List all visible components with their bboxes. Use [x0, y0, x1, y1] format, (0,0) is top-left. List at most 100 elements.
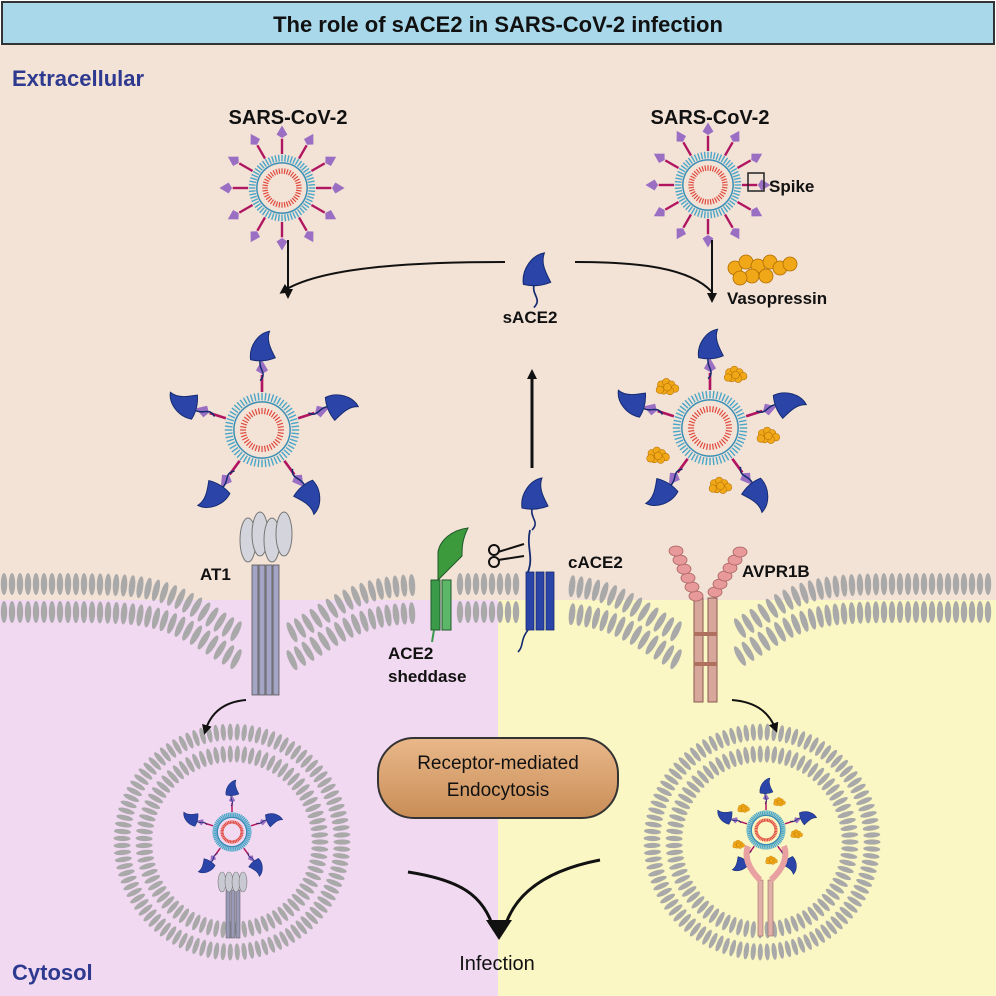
vasopressin-residue — [794, 832, 799, 837]
ace2-icon — [249, 330, 276, 382]
rna-strand — [227, 839, 230, 844]
lipid — [733, 646, 747, 666]
envelope-lipid — [778, 817, 783, 822]
rna-strand — [754, 825, 759, 828]
vesicle-lipid — [305, 911, 319, 925]
ace2-icon — [291, 468, 321, 516]
envelope-lipid — [267, 211, 272, 219]
ace2-icon — [247, 852, 263, 877]
vesicle-lipid — [178, 760, 190, 776]
vesicle-lipid — [684, 918, 696, 932]
vesicle-lipid — [650, 800, 667, 809]
envelope-lipid — [690, 207, 696, 215]
envelope-lipid — [678, 167, 686, 173]
vesicle-lipid — [644, 849, 661, 856]
envelope-lipid — [287, 444, 295, 450]
lipid — [104, 573, 112, 596]
vesicle-lipid — [227, 943, 233, 961]
rna-strand — [220, 829, 224, 832]
vesicle-lipid — [143, 909, 157, 922]
lipid — [568, 575, 576, 598]
rna-strand — [289, 171, 295, 177]
vesicle-lipid — [802, 910, 812, 926]
envelope-lipid — [286, 155, 290, 163]
rna-strand — [690, 434, 697, 439]
rna-strand — [699, 408, 704, 415]
lipid — [749, 636, 763, 656]
avpr1b-arm-segment — [684, 581, 700, 593]
vesicle-lipid — [853, 884, 870, 894]
vasopressin-molecule — [727, 254, 798, 286]
envelope-lipid — [685, 159, 691, 166]
envelope-lipid — [287, 410, 295, 416]
vesicle-lipid — [165, 743, 177, 758]
envelope-lipid — [278, 399, 285, 407]
lipid — [0, 573, 8, 596]
vesicle-lipid — [333, 832, 351, 838]
vesicle-lipid — [266, 755, 276, 771]
vesicle-lipid — [666, 849, 684, 856]
rna-strand — [248, 442, 254, 449]
envelope-lipid — [687, 397, 694, 405]
ace2-icon — [308, 394, 360, 422]
rna-strand — [756, 834, 760, 838]
ace2-tail — [196, 821, 208, 826]
lipid — [96, 601, 104, 624]
rna-strand — [701, 166, 705, 172]
rna-strand — [257, 445, 261, 452]
envelope-lipid — [712, 390, 715, 399]
vesicle-lipid — [290, 745, 302, 760]
lipid — [286, 622, 298, 643]
rna-strand — [758, 836, 762, 840]
vesicle-lipid — [282, 902, 295, 917]
envelope-lipid — [690, 453, 696, 461]
envelope-lipid — [697, 455, 702, 464]
lipid — [301, 641, 315, 661]
lipid — [80, 573, 88, 596]
rna-strand — [717, 194, 723, 200]
envelope-lipid — [224, 432, 233, 435]
ace2-tail — [256, 819, 267, 825]
cace2-tail — [517, 629, 529, 653]
rna-strand — [755, 824, 759, 827]
avpr1b-bridge — [694, 662, 717, 666]
envelope-lipid — [737, 436, 746, 441]
rna-strand — [220, 834, 225, 837]
vesicle-lipid — [323, 884, 340, 894]
vasopressin-residue — [655, 385, 664, 394]
envelope-lipid — [290, 421, 299, 425]
avpr1b-helix — [707, 597, 718, 703]
envelope-lipid — [245, 821, 250, 825]
arrow-endocytosis-left — [202, 699, 247, 735]
virus-sace2-complex — [169, 330, 360, 516]
vesicle-lipid — [722, 914, 731, 931]
vesicle-lipid — [116, 863, 134, 870]
envelope-lipid — [701, 456, 705, 465]
envelope-lipid — [730, 197, 738, 203]
vesicle-lipid — [116, 814, 134, 821]
vesicle-lipid — [678, 914, 692, 927]
envelope-lipid — [681, 402, 689, 409]
envelope-lipid — [675, 439, 684, 444]
envelope-lipid — [727, 162, 734, 168]
rna-strand — [267, 173, 273, 179]
diagram-title: The role of sACE2 in SARS-CoV-2 infectio… — [273, 12, 723, 37]
lipid — [136, 576, 144, 599]
vesicle-lipid — [736, 748, 743, 766]
envelope-lipid — [680, 164, 687, 170]
envelope-lipid — [234, 812, 237, 817]
envelope-lipid — [781, 825, 786, 828]
envelope-lipid — [288, 414, 297, 419]
envelope-lipid — [715, 153, 719, 160]
rna-strand — [222, 824, 226, 828]
vesicle-lipid — [677, 880, 693, 891]
vesicle-lipid — [332, 825, 350, 831]
cace2-linker — [527, 529, 532, 573]
envelope-lipid — [672, 430, 681, 433]
lipid — [213, 612, 227, 632]
envelope-lipid — [249, 192, 257, 196]
rna-strand — [237, 823, 241, 827]
avpr1b-arm-segment — [672, 554, 688, 566]
envelope-lipid — [771, 811, 775, 817]
vesicle-lipid — [736, 725, 743, 743]
